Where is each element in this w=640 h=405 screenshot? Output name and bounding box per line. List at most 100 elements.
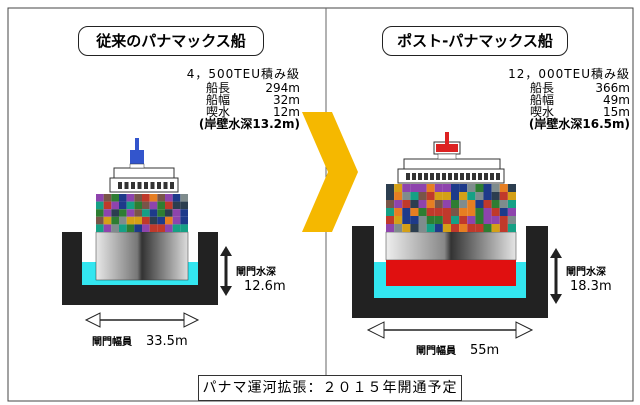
bridge-window [163,182,168,189]
container-block [507,200,516,208]
right-draft-value: 15m [603,105,630,119]
left-draft-label: 喫水 [205,105,230,119]
container-block [180,201,188,210]
right-mast [445,132,449,144]
container-block [434,208,443,216]
right-depth-arrow [550,248,562,304]
container-block [410,192,419,200]
bridge-window [418,173,422,180]
bridge-window [157,182,161,189]
container-block [410,200,419,208]
outer-border [7,7,634,402]
left-length-value: 294m [265,81,300,95]
container-block [483,200,492,208]
right-bridge-upper [403,158,501,170]
container-block [402,216,411,224]
right-quay-depth: (岸壁水深16.5m) [528,117,630,131]
container-block [451,216,460,224]
container-block [451,192,460,200]
bridge-window [466,173,470,180]
container-block [442,216,451,224]
right-lock-width: 閘門幅員 55m [416,344,499,359]
left-beam-value: 32m [273,93,300,107]
container-block [180,194,188,202]
bridge-window [137,182,142,189]
container-block [142,201,150,210]
bridge-window [472,173,476,180]
container-block [507,216,516,224]
container-block [499,208,508,216]
container-block [157,194,165,202]
container-block [165,194,173,202]
right-lock-depth: 閘門水深 18.3m [566,266,612,294]
container-block [491,192,500,200]
container-block [467,200,476,208]
container-block [410,208,419,216]
container-block [103,201,112,210]
container-block [172,224,181,232]
container-block [499,192,508,200]
container-block [426,192,435,200]
container-block [442,224,451,232]
container-block [426,208,435,216]
container-block [426,200,435,208]
left-lock-depth-value: 12.6m [244,279,286,294]
container-block [134,194,142,202]
container-block [483,224,492,232]
container-block [475,208,484,216]
container-block [394,224,403,232]
right-draft-label: 喫水 [529,105,554,119]
left-cargo-stack [96,194,188,232]
container-block [386,200,395,208]
container-block [119,209,127,217]
right-funnel [436,144,458,152]
container-block [459,224,468,232]
container-block [467,192,476,200]
container-block [507,184,516,192]
container-block [111,216,119,225]
container-block [418,216,427,224]
container-block [434,224,443,232]
right-capacity: 12，000TEU積み級 [508,67,630,81]
container-block [394,208,403,216]
container-block [103,216,112,225]
container-block [499,200,508,208]
container-block [434,200,443,208]
container-block [126,194,135,202]
container-block [467,216,476,224]
container-block [499,224,508,232]
container-block [103,194,112,202]
transition-arrow [302,112,358,232]
container-block [451,224,460,232]
bridge-window [436,173,440,180]
container-block [149,194,158,202]
container-block [459,184,468,192]
container-block [459,200,468,208]
container-block [499,216,508,224]
container-block [111,194,119,202]
container-block [394,216,403,224]
right-beam-label: 船幅 [529,93,554,107]
container-block [475,200,484,208]
container-block [418,184,427,192]
container-block [467,208,476,216]
right-length-value: 366m [595,81,630,95]
container-block [491,224,500,232]
left-capacity: 4，500TEU積み級 [186,67,300,81]
bridge-window [424,173,428,180]
container-block [410,224,419,232]
container-block [126,224,135,232]
container-block [491,216,500,224]
left-ship [95,138,189,281]
container-block [172,201,181,210]
container-block [426,184,435,192]
container-block [483,216,492,224]
container-block [180,209,188,217]
container-block [451,200,460,208]
left-lock-depth-label: 閘門水深 [236,267,276,278]
container-block [402,208,411,216]
container-block [418,200,427,208]
